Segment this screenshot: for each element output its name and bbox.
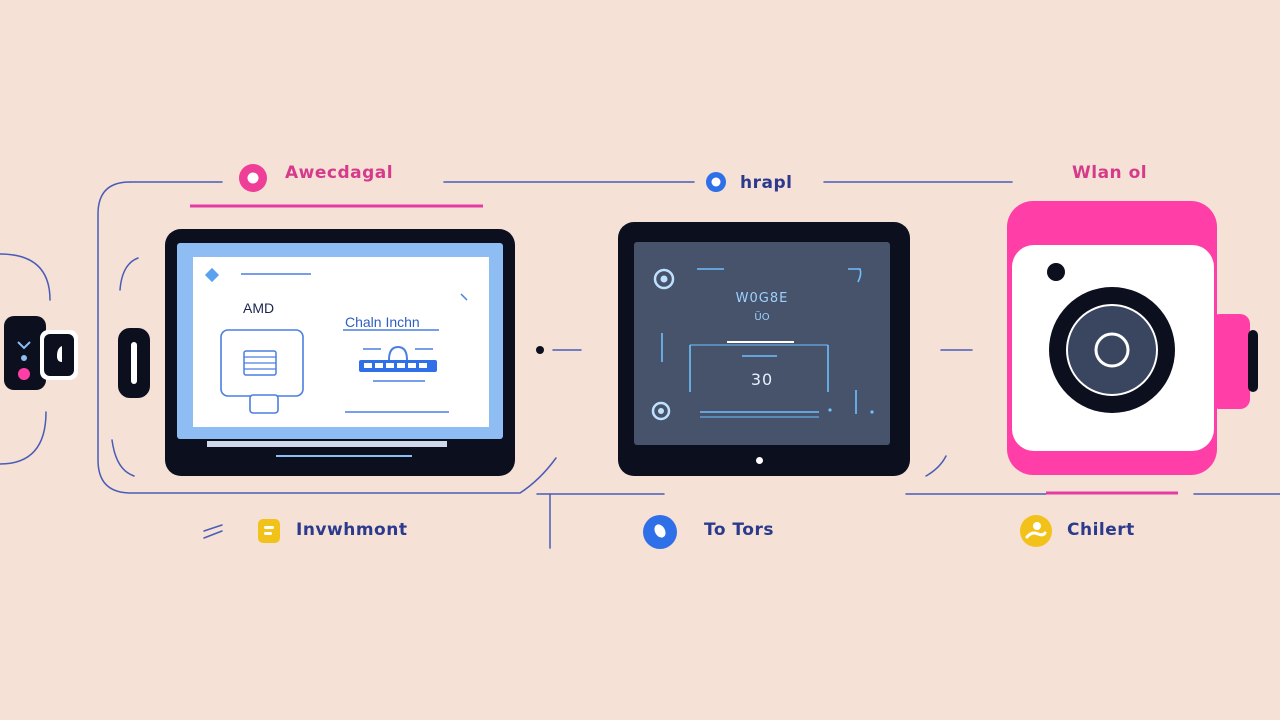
side-device-tab (40, 330, 78, 380)
tablet-left-panel: AMD Chaln Inchn (193, 257, 489, 427)
tablet-middle-screen: W0G8E ÜO 30 (634, 242, 890, 445)
chat-icon (258, 519, 280, 543)
tablet-middle-home-dot (756, 457, 763, 464)
tools-icon (643, 515, 677, 549)
bottom-label-left: Invwhmont (296, 520, 408, 540)
tablet-middle-value: 30 (750, 370, 774, 389)
side-handle (118, 328, 150, 398)
camera-lens-icon (1047, 263, 1175, 413)
tablet-left-brand: AMD (243, 300, 275, 316)
tablet-left: AMD Chaln Inchn (165, 229, 515, 476)
side-device (4, 316, 46, 390)
bottom-label-right: Chilert (1067, 520, 1135, 540)
record-icon (239, 164, 267, 192)
top-label-right: Wlan ol (1072, 163, 1148, 183)
tablet-middle: W0G8E ÜO 30 (618, 222, 910, 476)
client-icon (1020, 515, 1052, 547)
tablet-middle-subtitle: ÜO (754, 312, 770, 323)
tablet-middle-title: W0G8E (735, 291, 789, 306)
bottom-label-middle: To Tors (704, 520, 774, 540)
tablet-left-heading: Chaln Inchn (345, 314, 420, 330)
tablet-left-home-bar (276, 455, 412, 457)
camera-side-button (1210, 314, 1250, 409)
top-label-middle: hrapl (740, 173, 793, 193)
tablet-left-screen: AMD Chaln Inchn (177, 243, 503, 447)
target-icon (706, 172, 726, 192)
top-label-left: Awecdagal (285, 163, 394, 183)
camera-side-button-inner (1248, 330, 1258, 392)
